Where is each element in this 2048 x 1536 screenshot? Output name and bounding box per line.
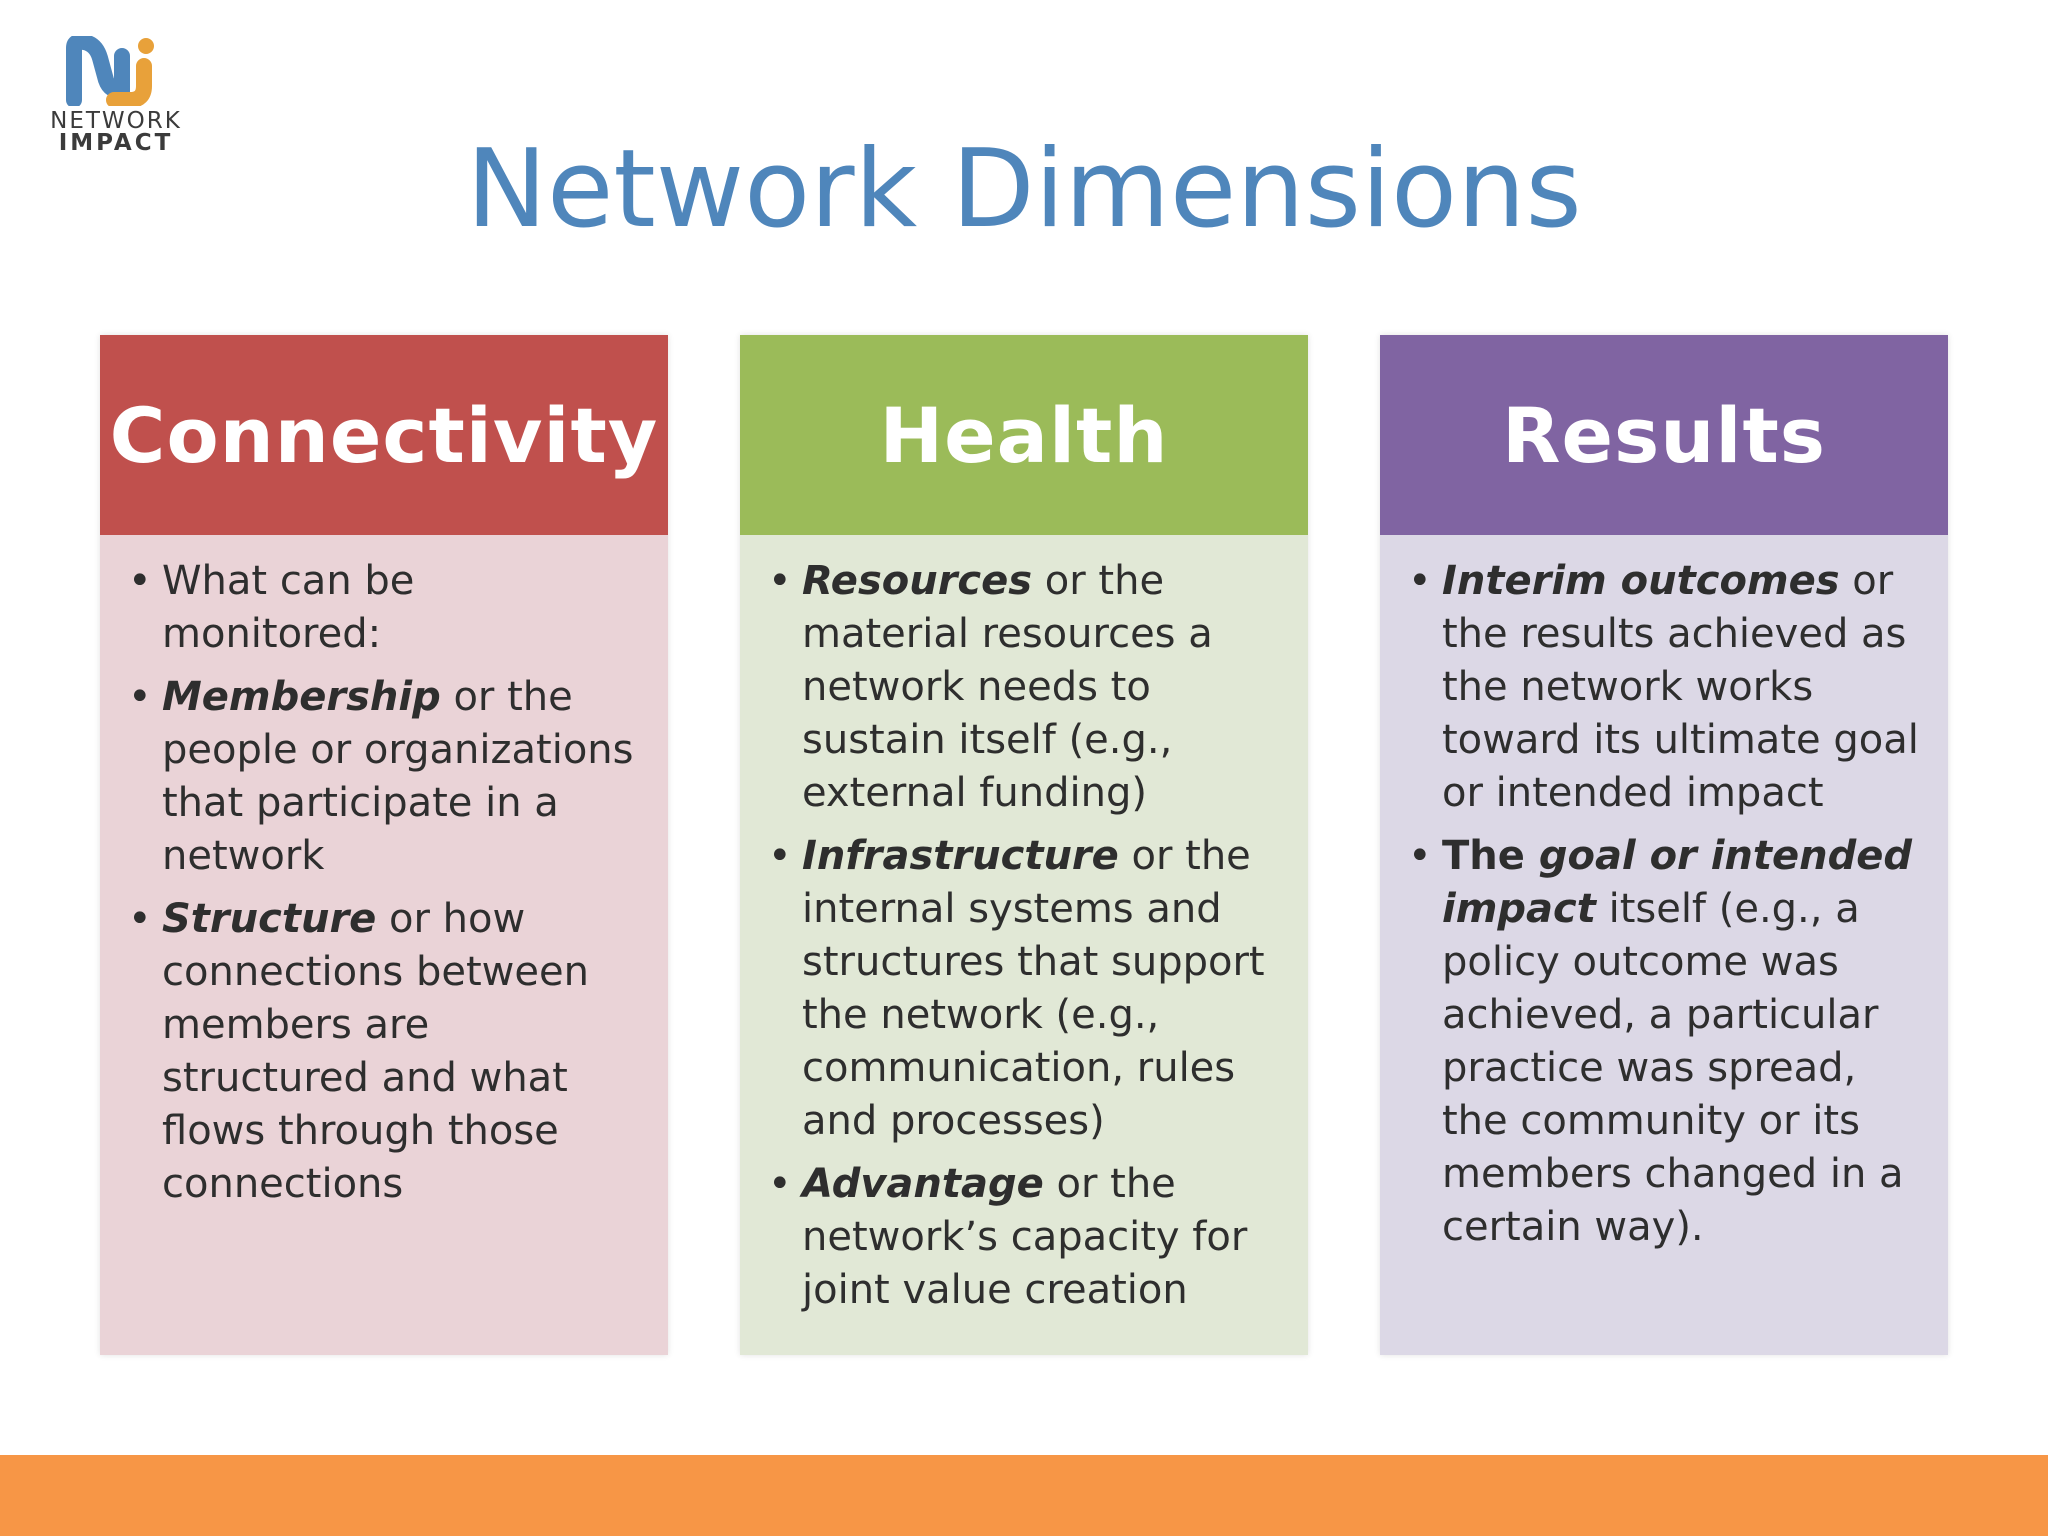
list-item: The goal or intended impact itself (e.g.…: [1408, 830, 1920, 1254]
results-header: Results: [1380, 335, 1948, 535]
item-keyword: Resources: [802, 558, 1033, 604]
item-text: What can be monitored:: [162, 558, 415, 657]
health-column: Health Resources or the material resourc…: [740, 335, 1308, 1355]
item-text: or the internal systems and structures t…: [802, 833, 1265, 1144]
item-keyword: goal or intended impact: [1442, 833, 1913, 932]
item-keyword: Interim outcomes: [1442, 558, 1840, 604]
item-keyword: Membership: [162, 674, 441, 720]
connectivity-body: What can be monitored: Membership or the…: [100, 535, 668, 1355]
logo-text-network: NETWORK: [50, 108, 182, 134]
list-item: Infrastructure or the internal systems a…: [768, 830, 1280, 1148]
network-impact-logo: NETWORK IMPACT: [26, 36, 206, 156]
item-keyword: Structure: [162, 896, 377, 942]
item-text: itself (e.g., a policy outcome was achie…: [1442, 886, 1904, 1250]
logo-text-impact: IMPACT: [58, 130, 174, 156]
list-item: Interim outcomes or the results achieved…: [1408, 555, 1920, 820]
health-header: Health: [740, 335, 1308, 535]
list-item: Advantage or the network’s capacity for …: [768, 1158, 1280, 1317]
list-item: What can be monitored:: [128, 555, 640, 661]
item-text: or how connections between members are s…: [162, 896, 589, 1207]
item-text: or the material resources a network need…: [802, 558, 1213, 816]
footer-bar: [0, 1455, 2048, 1536]
list-item: Resources or the material resources a ne…: [768, 555, 1280, 820]
results-body: Interim outcomes or the results achieved…: [1380, 535, 1948, 1355]
health-body: Resources or the material resources a ne…: [740, 535, 1308, 1355]
item-lead: The: [1442, 833, 1539, 879]
slide-title: Network Dimensions: [466, 127, 1582, 252]
item-keyword: Advantage: [802, 1161, 1044, 1207]
list-item: Membership or the people or organization…: [128, 671, 640, 883]
item-text: or the results achieved as the network w…: [1442, 558, 1919, 816]
network-impact-logo-mark-icon: [66, 36, 154, 106]
results-column: Results Interim outcomes or the results …: [1380, 335, 1948, 1355]
list-item: Structure or how connections between mem…: [128, 893, 640, 1211]
item-keyword: Infrastructure: [802, 833, 1119, 879]
item-text: or the people or organizations that part…: [162, 674, 634, 879]
connectivity-header: Connectivity: [100, 335, 668, 535]
item-text: or the network’s capacity for joint valu…: [802, 1161, 1248, 1313]
connectivity-column: Connectivity What can be monitored: Memb…: [100, 335, 668, 1355]
